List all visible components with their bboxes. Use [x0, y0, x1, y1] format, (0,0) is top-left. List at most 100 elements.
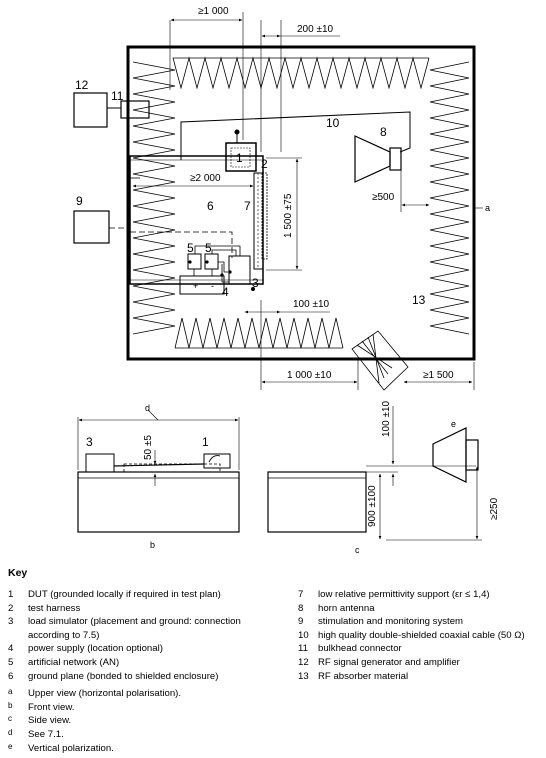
key-letters: a Upper view (horizontal polarisation). b…	[8, 687, 278, 755]
bulkhead-connector	[120, 100, 150, 119]
callout-5a: 5	[187, 241, 194, 255]
dim-1000-top: ≥1 000	[198, 6, 229, 17]
key-item-id: 10	[298, 629, 309, 641]
front-support	[123, 463, 221, 473]
callout-8: 8	[380, 125, 387, 139]
front-dut	[203, 453, 231, 469]
rf-signal-generator	[73, 92, 108, 128]
key-right-column: 7 low relative permittivity support (εr ≤…	[298, 588, 544, 683]
key-item-text: ground plane (bonded to shielded enclosu…	[28, 670, 219, 682]
callout-11: 11	[111, 89, 124, 103]
key-item-text: high quality double-shielded coaxial cab…	[318, 629, 525, 641]
letter-d: d	[145, 403, 150, 413]
front-callout-1: 1	[202, 435, 209, 449]
dut	[225, 142, 257, 172]
callout-7: 7	[244, 199, 251, 213]
key-letter-text: Side view.	[28, 715, 72, 727]
dim-900-100: 900 ±100	[367, 485, 378, 527]
key-item: 9 stimulation and monitoring system	[298, 615, 544, 629]
callout-1: 1	[236, 151, 243, 165]
key-letter-id: c	[8, 714, 12, 724]
key-item-id: 4	[8, 643, 14, 655]
callout-6: 6	[207, 199, 214, 213]
absorber-corner	[351, 330, 409, 391]
callout-2: 2	[261, 157, 268, 171]
callout-9: 9	[76, 194, 83, 208]
dim-1000-10: 1 000 ±10	[287, 370, 332, 381]
key-letter-text: Front view.	[28, 701, 75, 713]
absorber-top	[172, 56, 430, 90]
dim-100-10-side: 100 ±10	[381, 400, 392, 437]
front-bench	[77, 471, 240, 533]
dim-100-10: 100 ±10	[293, 299, 330, 310]
power-plus-label: +	[193, 281, 198, 291]
key-item-text: power supply (location optional)	[28, 643, 163, 655]
key-item: 13 RF absorber material	[298, 670, 544, 684]
key-item-id: 13	[298, 670, 309, 682]
key-item: 12 RF signal generator and amplifier	[298, 656, 544, 670]
key-item: 8 horn antenna	[298, 602, 544, 616]
horn-antenna	[354, 135, 391, 183]
callout-12: 12	[75, 78, 89, 92]
key-item-text: RF absorber material	[318, 670, 409, 682]
key-item-id: 11	[298, 643, 308, 655]
key-letter-text: Upper view (horizontal polarisation).	[28, 688, 182, 700]
key-letter-item: e Vertical polarization.	[8, 742, 278, 756]
callout-13: 13	[412, 293, 426, 307]
artificial-network-1	[187, 253, 202, 270]
power-minus-label: -	[211, 281, 214, 291]
shielded-enclosure-wall	[126, 45, 476, 361]
dim-200: 200 ±10	[297, 24, 334, 35]
power-supply	[179, 275, 225, 295]
key-item: 11 bulkhead connector	[298, 642, 544, 656]
key-letter-text: Vertical polarization.	[28, 742, 114, 754]
dim-1500: ≥1 500	[423, 370, 454, 381]
key-letter-text: See 7.1.	[28, 728, 64, 740]
key-item-id: 8	[298, 602, 304, 614]
key-item: 10 high quality double-shielded coaxial c…	[298, 629, 544, 643]
key-item-text: RF signal generator and amplifier	[318, 656, 460, 668]
key-item-text: low relative permittivity support (εr ≤ …	[318, 589, 490, 600]
letter-b: b	[150, 540, 155, 550]
artificial-network-2	[204, 253, 219, 270]
key-letter-id: d	[8, 727, 13, 737]
key-item-id: 1	[8, 589, 14, 600]
letter-c: c	[355, 545, 360, 555]
key-item-id: 6	[8, 670, 14, 682]
dim-500: ≥500	[372, 192, 395, 203]
upper-view: + - ≥1 000	[73, 6, 490, 391]
key-item-text: bulkhead connector	[318, 643, 402, 655]
absorber-right	[429, 61, 470, 335]
absorber-left	[132, 61, 176, 335]
test-harness	[253, 172, 264, 270]
key-item-id: 5	[8, 656, 14, 668]
letter-a: a	[485, 203, 490, 213]
key-letter-id: a	[8, 687, 13, 697]
key-letter-id: e	[8, 741, 13, 751]
key-item: 4 power supply (location optional)	[8, 642, 278, 656]
front-callout-3: 3	[86, 435, 93, 449]
callout-3: 3	[252, 276, 259, 290]
dim-2000: ≥2 000	[190, 173, 221, 184]
key-title: Key	[8, 567, 28, 579]
callout-4: 4	[222, 285, 229, 299]
key-item-text: stimulation and monitoring system	[318, 616, 464, 628]
key-item-id: 12	[298, 656, 309, 668]
key-item-id: 7	[298, 589, 304, 600]
key-item-text: horn antenna	[318, 602, 375, 614]
load-simulator	[228, 255, 251, 285]
dim-250: ≥250	[489, 497, 500, 520]
key-item-id: 9	[298, 616, 304, 628]
absorber-bottom	[174, 317, 344, 349]
coaxial-cable	[180, 111, 411, 160]
key-item-id: 3	[8, 616, 14, 628]
side-view: 100 ±10 900 ±100 ≥250 e c	[267, 400, 500, 555]
side-horn-antenna	[432, 427, 467, 483]
test-setup-diagram: + - ≥1 000	[73, 6, 500, 555]
